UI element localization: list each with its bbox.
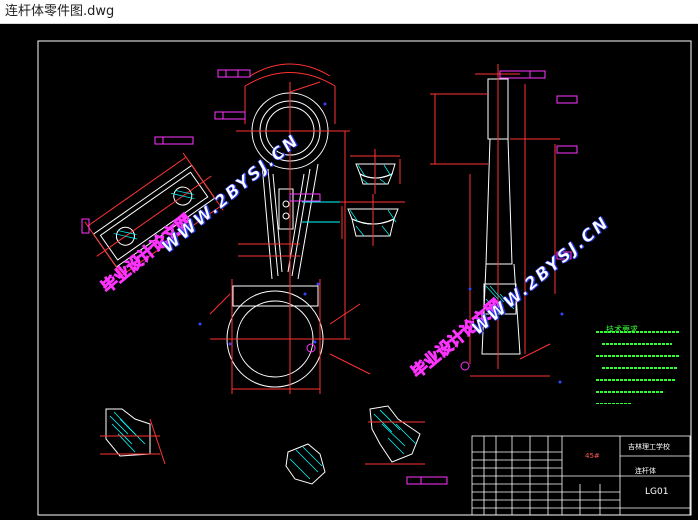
drawing-border [37,40,692,516]
window-title-bar: 连杆体零件图.dwg [0,0,698,24]
front-view-tolerance-frames [214,69,321,353]
front-view [226,92,329,388]
window-title: 连杆体零件图.dwg [5,4,115,19]
rotated-detail-view [84,152,224,280]
technical-notes-title: 技术要求 [606,325,638,334]
bottom-section-2 [285,443,326,485]
front-view-dimensions [209,63,371,394]
section-view-lower [340,194,405,246]
detail-view-frames [81,136,194,234]
title-block-drawing-number: LG01 [645,487,669,497]
front-view-section-lines [302,201,340,223]
technical-notes-lines [596,331,680,404]
title-block-part-name: 连杆体 [635,467,656,475]
bottom-section-1 [100,408,166,465]
side-view [430,64,578,384]
cad-drawing-canvas [37,40,692,516]
section-view-upper [350,149,401,194]
technical-notes: 技术要求 [592,324,688,404]
title-block-school: 吉林理工学校 [628,443,670,451]
title-block-grid [471,435,691,516]
cad-drawing-viewport[interactable]: 毕业设计论文网 WWW.2BYSJ.CN 毕业设计论文网 WWW.2BYSJ.C… [0,24,698,520]
bottom-section-3 [365,405,448,485]
title-block-material: 45# [585,452,600,460]
front-view-blue-marks [198,102,327,346]
